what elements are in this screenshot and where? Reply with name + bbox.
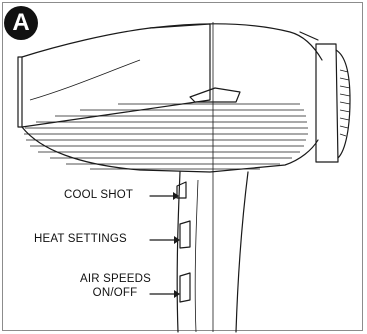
- handle-inner: [195, 180, 198, 332]
- heat-settings-arrow: [150, 236, 180, 244]
- figure-badge: A: [4, 6, 38, 40]
- heat-settings-label: HEAT SETTINGS: [34, 233, 127, 246]
- nozzle: [18, 57, 22, 127]
- air-speeds-label-line2: ON/OFF: [80, 287, 150, 300]
- air-speeds-label-line1: AIR SPEEDS: [80, 273, 150, 286]
- ribbed-body: [24, 104, 308, 169]
- cool-shot-label: COOL SHOT: [64, 189, 133, 202]
- air-speeds-switch: [180, 273, 190, 302]
- rear-housing: [316, 44, 338, 162]
- nozzle-body: [22, 24, 210, 127]
- handle-right: [236, 172, 248, 332]
- heat-settings-switch: [180, 221, 190, 248]
- cool-shot-arrow: [150, 192, 179, 200]
- figure-badge-letter: A: [12, 9, 29, 37]
- barrel-top: [150, 24, 322, 60]
- nozzle-sheen: [30, 60, 140, 100]
- barrel-top-button: [190, 88, 240, 102]
- barrel-rear-top: [300, 32, 318, 40]
- air-speeds-arrow: [150, 290, 180, 298]
